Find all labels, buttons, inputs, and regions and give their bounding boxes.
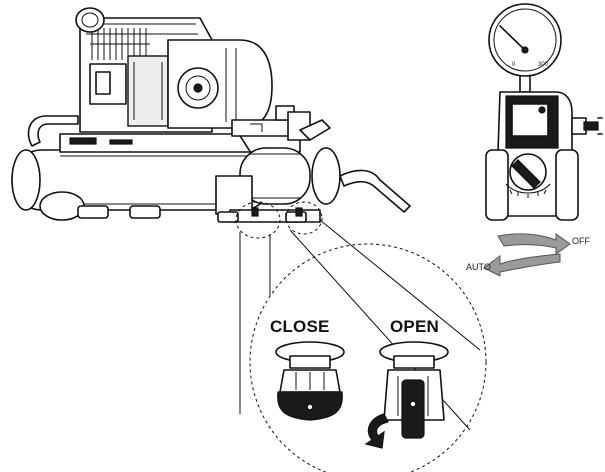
off-label: OFF <box>572 236 590 246</box>
gauge-max-label: 300 <box>538 62 549 68</box>
pressure-switch: 0 300 <box>485 3 603 221</box>
rotate-arrow-icon <box>364 413 389 449</box>
switch-direction-arrows <box>483 233 571 277</box>
valve-open <box>379 341 449 439</box>
zoom-detail-circle <box>249 243 487 472</box>
zoom-target-right <box>285 201 323 235</box>
zoom-callout-lines <box>235 201 487 472</box>
cooling-fins <box>91 28 147 60</box>
open-label: OPEN <box>390 317 439 336</box>
zoom-target-left <box>235 201 281 239</box>
auto-label: AUTO <box>466 262 491 272</box>
pressure-gauge: 0 300 <box>488 3 562 77</box>
valve-closed <box>275 341 345 421</box>
gauge-min-label: 0 <box>512 62 516 68</box>
valve-detail <box>275 341 449 449</box>
air-compressor-illustration <box>11 7 411 223</box>
close-label: CLOSE <box>270 317 330 336</box>
auto-arrow-icon <box>483 253 561 277</box>
off-arrow-icon <box>497 233 571 255</box>
